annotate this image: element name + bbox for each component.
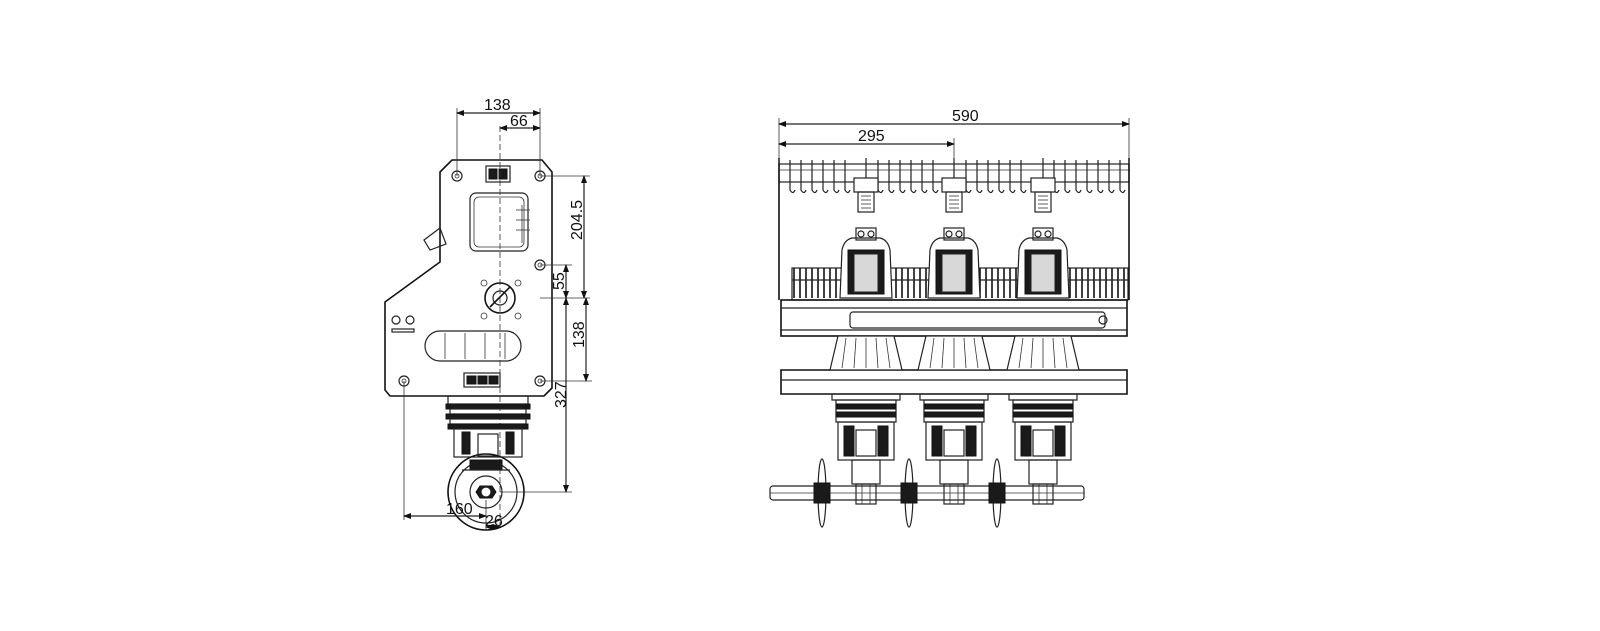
dim-width-bottom: 160 xyxy=(446,501,473,518)
dim-height-upper: 204.5 xyxy=(569,200,586,240)
side-lever xyxy=(423,227,447,251)
top-contacts xyxy=(853,158,1056,213)
side-view-plate xyxy=(384,159,553,397)
side-view-dimensions: 138 66 204.5 55 138 327 160 26 xyxy=(403,97,592,530)
lower-insulators xyxy=(829,335,1080,401)
bellows-stack xyxy=(445,395,531,458)
top-rail-teeth xyxy=(789,160,1126,194)
dim-offset-bottom: 26 xyxy=(485,513,503,530)
front-view xyxy=(769,158,1130,528)
pole-units xyxy=(835,399,1074,505)
shaft-discs xyxy=(813,458,1006,528)
upper-window xyxy=(469,192,529,252)
mounting-holes xyxy=(391,170,546,387)
dim-half-width: 295 xyxy=(858,128,885,145)
dim-height-lower: 138 xyxy=(571,321,588,348)
dim-height-total: 327 xyxy=(553,381,570,408)
side-view xyxy=(384,126,553,531)
dim-height-mid: 55 xyxy=(551,272,568,290)
front-view-dimensions: 590 295 xyxy=(778,108,1130,164)
dim-width-top: 138 xyxy=(484,97,511,114)
lower-housing xyxy=(780,369,1128,395)
dim-overall-width: 590 xyxy=(952,108,979,125)
dim-offset-top: 66 xyxy=(510,113,528,130)
upper-insulators xyxy=(839,227,1070,324)
lower-window xyxy=(424,330,522,362)
